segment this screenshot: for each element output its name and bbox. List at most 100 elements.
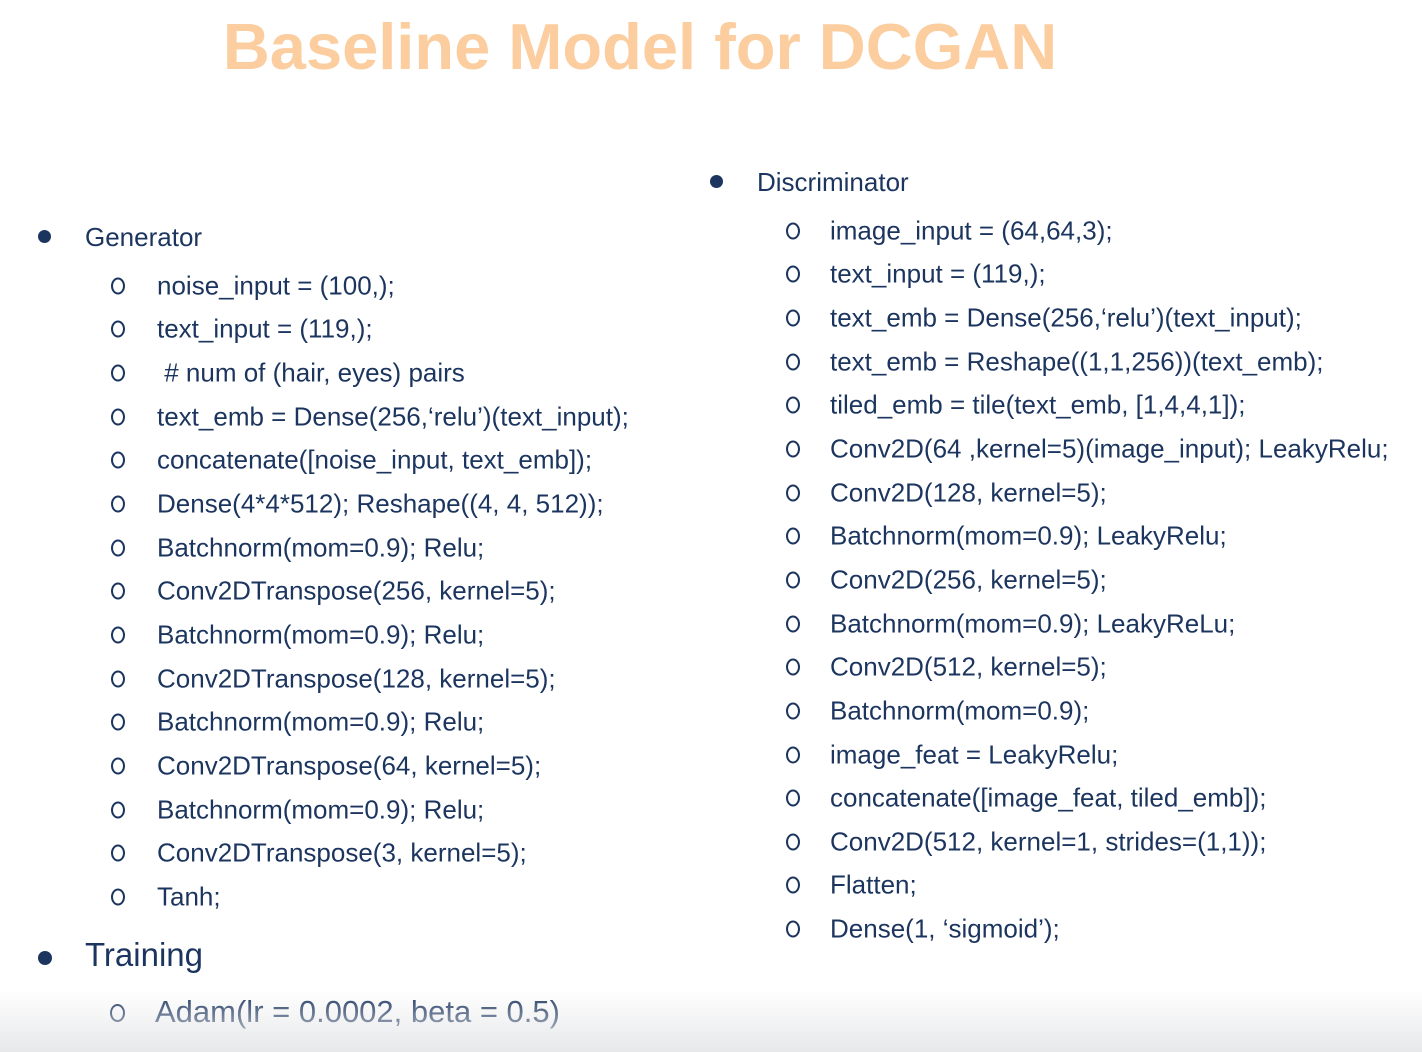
circle-bullet-icon: [111, 320, 125, 338]
list-item: Batchnorm(mom=0.9); Relu;: [0, 700, 1422, 744]
circle-bullet-icon: [786, 920, 800, 938]
list-item: Conv2DTranspose(128, kernel=5);: [0, 657, 1422, 701]
slide-title: Baseline Model for DCGAN: [222, 10, 1058, 83]
circle-bullet-icon: [786, 746, 800, 763]
list-item: Batchnorm(mom=0.9); LeakyRelu;: [0, 514, 1422, 558]
list-item-text: Conv2DTranspose(128, kernel=5);: [157, 663, 556, 694]
list-item-text: Conv2DTranspose(256, kernel=5);: [157, 575, 556, 606]
list-item-text: Conv2DTranspose(3, kernel=5);: [157, 837, 527, 868]
circle-bullet-icon: [111, 670, 125, 688]
list-item: # num of (hair, eyes) pairs: [0, 351, 1422, 395]
list-item-text: tiled_emb = tile(text_emb, [1,4,4,1]);: [830, 389, 1246, 420]
list-item: image_input = (64,64,3);: [0, 209, 1422, 253]
circle-bullet-icon: [111, 495, 125, 513]
list-item-text: text_emb = Dense(256,‘relu’)(text_input)…: [157, 401, 629, 432]
circle-bullet-icon: [786, 265, 800, 283]
circle-bullet-icon: [111, 713, 125, 731]
circle-bullet-icon: [786, 309, 800, 327]
discriminator-label: Discriminator: [757, 167, 909, 197]
discriminator-header: Discriminator: [0, 167, 1422, 209]
circle-bullet-icon: [786, 615, 800, 633]
generator-label: Generator: [85, 222, 203, 252]
list-item: Batchnorm(mom=0.9); Relu;: [0, 613, 1422, 657]
circle-bullet-icon: [111, 626, 125, 644]
list-item: Conv2D(64 ,kernel=5)(image_input); Leaky…: [0, 427, 1422, 471]
list-item: concatenate([image_feat, tiled_emb]);: [0, 776, 1422, 820]
list-item: Conv2D(512, kernel=5);: [0, 645, 1422, 689]
list-item: Tanh;: [0, 875, 1422, 919]
list-item-text: text_input = (119,);: [157, 313, 373, 344]
list-item: Conv2D(512, kernel=1, strides=(1,1));: [0, 820, 1422, 864]
list-item: text_emb = Reshape((1,1,256))(text_emb);: [0, 340, 1422, 384]
list-item-text: text_input = (119,);: [830, 258, 1046, 289]
list-item: Flatten;: [0, 864, 1422, 908]
list-item: Conv2D(256, kernel=5);: [0, 558, 1422, 602]
list-item-text: Conv2D(512, kernel=5);: [830, 651, 1107, 682]
circle-bullet-icon: [111, 364, 125, 382]
training-item-text: Adam(lr = 0.0002, beta = 0.5): [155, 994, 560, 1029]
circle-bullet-icon: [786, 876, 800, 894]
list-item-text: image_input = (64,64,3);: [830, 215, 1113, 246]
list-item-text: concatenate([noise_input, text_emb]);: [157, 444, 593, 475]
list-item: text_input = (119,);: [0, 308, 1422, 352]
list-item-text: # num of (hair, eyes) pairs: [157, 357, 465, 388]
list-item: Dense(1, ‘sigmoid’);: [0, 907, 1422, 951]
list-item: Batchnorm(mom=0.9);: [0, 689, 1422, 733]
circle-bullet-icon: [110, 1004, 125, 1022]
list-item-text: Batchnorm(mom=0.9); Relu;: [157, 706, 485, 737]
list-item: text_emb = Dense(256,‘relu’)(text_input)…: [0, 395, 1422, 439]
list-item-text: Conv2D(256, kernel=5);: [830, 564, 1107, 595]
filled-bullet-icon: [38, 230, 51, 243]
list-item-text: Batchnorm(mom=0.9);: [830, 695, 1090, 726]
list-item-text: Conv2D(128, kernel=5);: [830, 477, 1107, 508]
circle-bullet-icon: [786, 658, 800, 676]
list-item: noise_input = (100,);: [0, 264, 1422, 308]
circle-bullet-icon: [111, 582, 125, 600]
circle-bullet-icon: [111, 801, 125, 818]
circle-bullet-icon: [786, 484, 800, 502]
discriminator-section: Discriminator image_input = (64,64,3); t…: [0, 167, 1422, 951]
generator-section: Generator noise_input = (100,); text_inp…: [0, 222, 1422, 919]
circle-bullet-icon: [786, 571, 800, 589]
list-item: Batchnorm(mom=0.9); Relu;: [0, 788, 1422, 832]
list-item-text: noise_input = (100,);: [157, 270, 395, 301]
circle-bullet-icon: [111, 408, 125, 426]
circle-bullet-icon: [786, 833, 800, 851]
list-item-text: Dense(1, ‘sigmoid’);: [830, 913, 1060, 944]
list-item-text: Conv2D(512, kernel=1, strides=(1,1));: [830, 826, 1267, 857]
list-item-text: Batchnorm(mom=0.9); Relu;: [157, 619, 485, 650]
circle-bullet-icon: [111, 451, 125, 469]
list-item: Conv2DTranspose(3, kernel=5);: [0, 831, 1422, 875]
list-item-text: text_emb = Dense(256,‘relu’)(text_input)…: [830, 302, 1302, 333]
list-item-text: Batchnorm(mom=0.9); Relu;: [157, 794, 485, 824]
circle-bullet-icon: [786, 222, 800, 240]
list-item-text: image_feat = LeakyRelu;: [830, 739, 1119, 769]
list-item: Conv2DTranspose(256, kernel=5);: [0, 569, 1422, 613]
circle-bullet-icon: [786, 440, 800, 458]
circle-bullet-icon: [111, 844, 125, 862]
list-item-text: Conv2D(64 ,kernel=5)(image_input); Leaky…: [830, 433, 1389, 464]
circle-bullet-icon: [786, 527, 800, 545]
circle-bullet-icon: [786, 353, 800, 371]
list-item-text: Batchnorm(mom=0.9); LeakyRelu;: [830, 520, 1227, 551]
list-item: Batchnorm(mom=0.9); Relu;: [0, 526, 1422, 570]
list-item: concatenate([noise_input, text_emb]);: [0, 439, 1422, 483]
circle-bullet-icon: [786, 789, 800, 807]
list-item-text: Flatten;: [830, 869, 917, 900]
circle-bullet-icon: [111, 277, 125, 295]
list-item-text: concatenate([image_feat, tiled_emb]);: [830, 782, 1267, 813]
list-item: text_input = (119,);: [0, 253, 1422, 297]
list-item-text: Dense(4*4*512); Reshape((4, 4, 512));: [157, 488, 604, 519]
generator-header: Generator: [0, 222, 1422, 264]
circle-bullet-icon: [111, 888, 125, 906]
list-item-text: Conv2DTranspose(64, kernel=5);: [157, 750, 542, 781]
list-item: Conv2DTranspose(64, kernel=5);: [0, 744, 1422, 788]
list-item-text: Batchnorm(mom=0.9); LeakyReLu;: [830, 608, 1236, 639]
filled-bullet-icon: [710, 175, 723, 188]
circle-bullet-icon: [111, 757, 125, 775]
list-item: tiled_emb = tile(text_emb, [1,4,4,1]);: [0, 384, 1422, 428]
list-item-text: Batchnorm(mom=0.9); Relu;: [157, 532, 485, 563]
filled-bullet-icon: [38, 951, 52, 965]
list-item: image_feat = LeakyRelu;: [0, 733, 1422, 777]
